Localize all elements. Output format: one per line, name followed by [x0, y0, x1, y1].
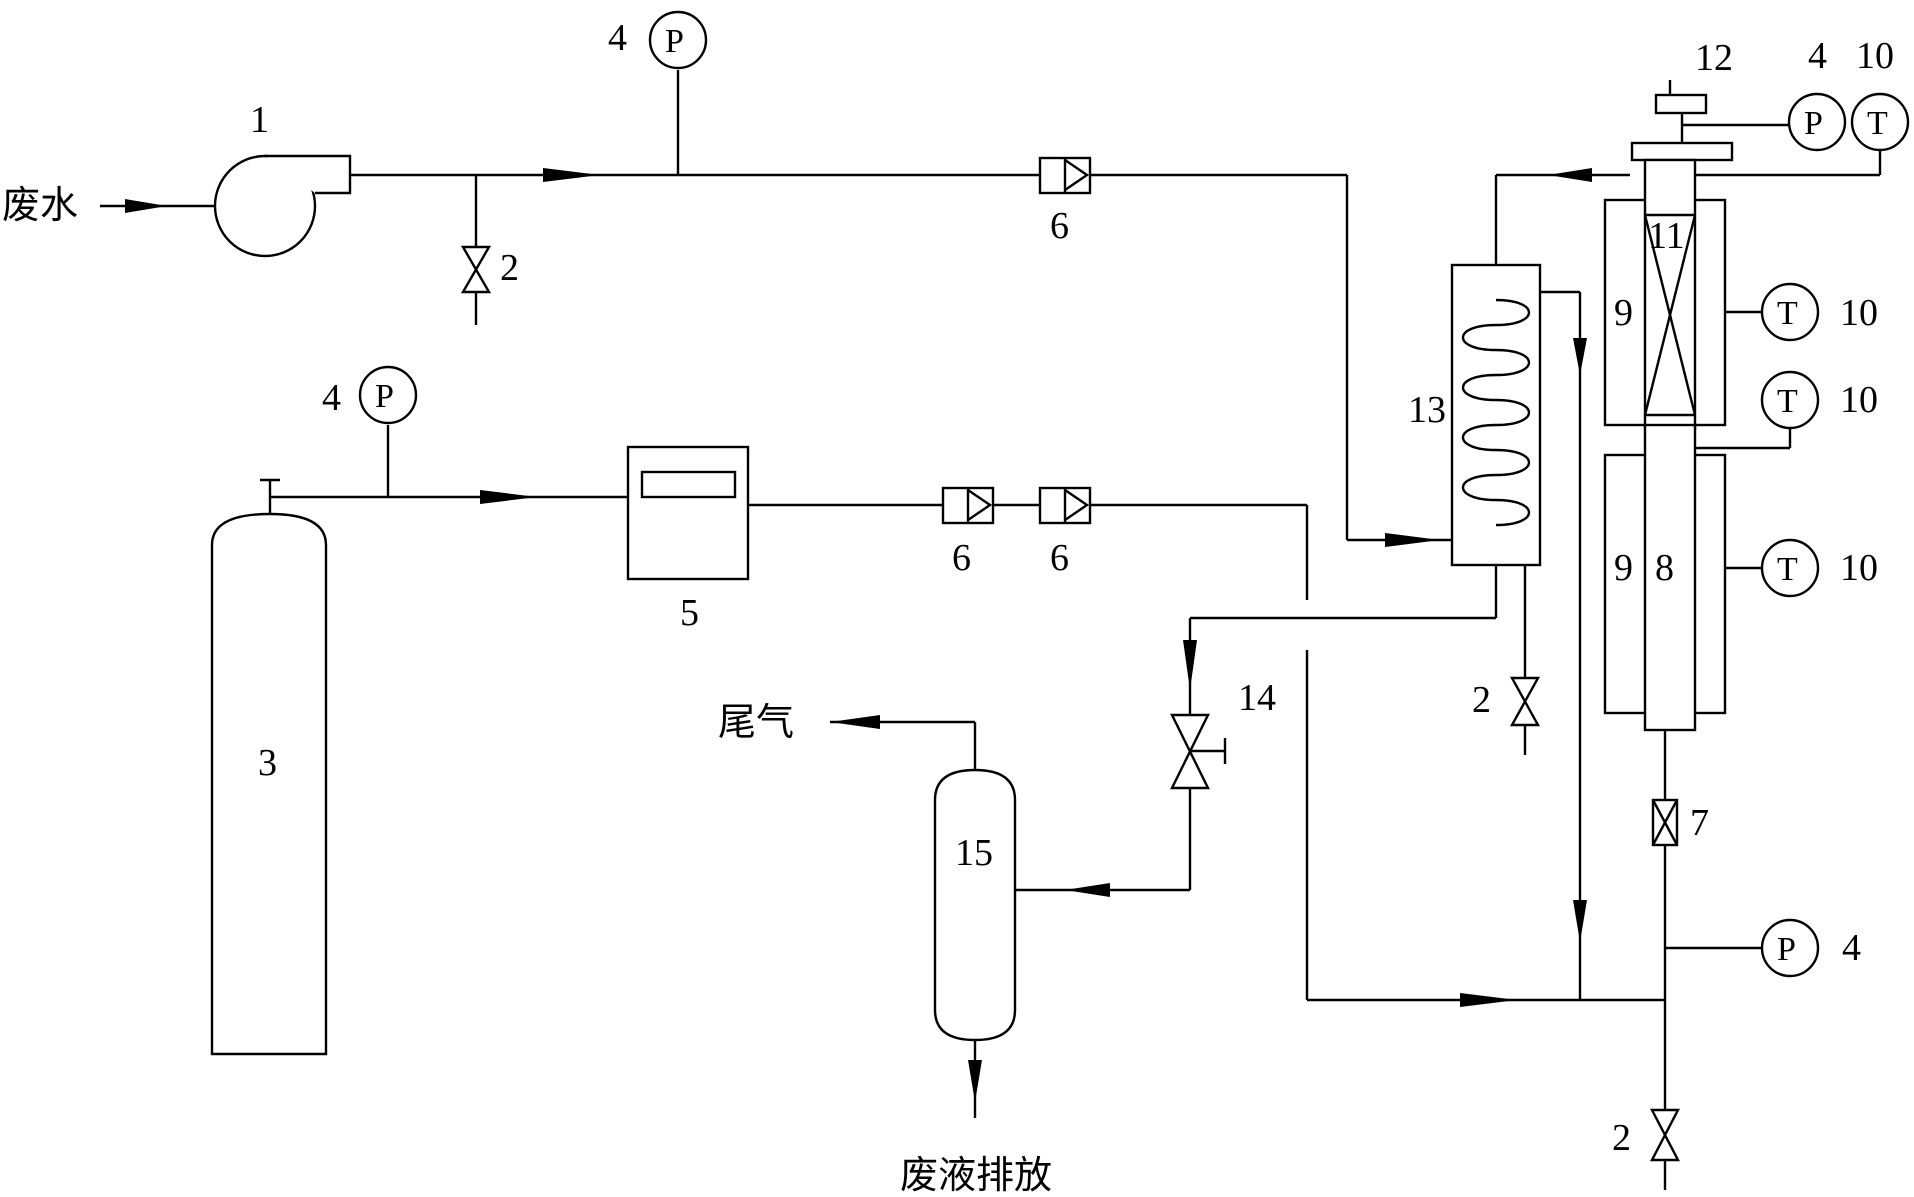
condenser-drain-valve: [1509, 676, 1541, 727]
cylinder-number: 3: [258, 742, 277, 784]
catalyst-bed-cross-2: [1643, 214, 1697, 416]
to-separator-arrow: [1065, 883, 1110, 897]
check-valve-gas-2-number: 6: [1050, 537, 1069, 579]
check-valve-top: [1038, 156, 1092, 195]
thermocouple-top-number: 10: [1856, 35, 1894, 77]
pump-drain-valve: [460, 245, 492, 294]
check-valve-gas-1-number: 6: [952, 537, 971, 579]
to-bpr-arrow: [1183, 640, 1197, 690]
check-valve-gas-2-flap: [1064, 489, 1090, 521]
heater-lower-number: 9: [1614, 547, 1633, 589]
pressure-gauge-1-symbol: P: [665, 23, 684, 60]
pump: [213, 154, 352, 258]
valve-7-cross-2: [1651, 799, 1679, 846]
check-valve-gas-1: [941, 486, 995, 525]
top-fitting-number: 12: [1695, 37, 1733, 79]
reactor-number: 8: [1655, 547, 1674, 589]
mass-flow-controller-body: [626, 445, 750, 581]
pressure-gauge-bottom: [1760, 918, 1820, 978]
heater-upper-number: 9: [1614, 292, 1633, 334]
condenser-inlet-arrow: [1385, 533, 1440, 547]
pressure-gauge-top-symbol: P: [1804, 105, 1823, 142]
pressure-gauge-bottom-number: 4: [1842, 927, 1861, 969]
separator-number: 15: [955, 832, 993, 874]
thermocouple-top-symbol: T: [1867, 105, 1888, 142]
waste-liquid-label: 废液排放: [900, 1153, 1052, 1197]
pressure-gauge-top: [1787, 92, 1847, 152]
wastewater-inlet-label: 废水: [2, 183, 78, 227]
condenser-shell: [1450, 263, 1542, 567]
mass-flow-controller-display: [640, 470, 737, 499]
feed-flow-arrow: [543, 168, 600, 182]
drain-valve-symbol: [460, 245, 492, 294]
bottom-drain-valve: [1650, 1108, 1680, 1162]
pressure-gauge-bottom-symbol: P: [1777, 931, 1796, 968]
thermocouple-mid-symbol: T: [1777, 383, 1798, 420]
inlet-flow-arrow: [125, 199, 167, 213]
thermocouple-lower-symbol: T: [1777, 551, 1798, 588]
tail-gas-label: 尾气: [718, 700, 794, 744]
thermocouple-lower-number: 10: [1840, 547, 1878, 589]
separator-vessel: [933, 768, 1017, 1042]
pump-number: 1: [250, 99, 269, 141]
back-pressure-valve-number: 14: [1238, 677, 1276, 719]
check-valve-gas-1-flap: [967, 489, 993, 521]
thermocouple-lower: [1760, 538, 1820, 598]
mass-flow-controller: [626, 445, 750, 581]
thermocouple-upper: [1760, 282, 1820, 342]
pressure-gauge-1-number: 4: [608, 17, 627, 59]
check-valve-gas-2: [1038, 486, 1092, 525]
bottom-drain-number: 2: [1612, 1117, 1631, 1159]
tail-gas-arrow: [830, 715, 880, 729]
thermocouple-mid: [1760, 370, 1820, 430]
reactor-lower-tube: [1643, 423, 1697, 732]
coolant-down-arrow-2: [1573, 900, 1587, 942]
condenser-number: 13: [1408, 389, 1446, 431]
valve-7-number: 7: [1690, 802, 1709, 844]
thermocouple-upper-number: 10: [1840, 292, 1878, 334]
coolant-down-arrow-1: [1573, 338, 1587, 375]
mass-flow-controller-number: 5: [680, 592, 699, 634]
gas-cylinder: [210, 512, 328, 1056]
pressure-gauge-2: [358, 365, 418, 425]
pressure-gauge-1: [648, 10, 708, 70]
reactor-top-flange: [1630, 141, 1734, 162]
check-valve-top-number: 6: [1050, 205, 1069, 247]
top-fitting-cap: [1654, 93, 1708, 115]
gas-flow-arrow: [480, 490, 537, 504]
waste-liquid-arrow: [968, 1060, 982, 1102]
condenser-drain-number: 2: [1472, 679, 1491, 721]
pressure-gauge-2-number: 4: [322, 377, 341, 419]
pressure-gauge-top-number: 4: [1808, 35, 1827, 77]
reactor-out-arrow: [1548, 168, 1592, 182]
check-valve-top-flap: [1064, 159, 1090, 191]
condenser-coil: [1462, 298, 1530, 527]
drain-valve-number-1: 2: [500, 247, 519, 289]
pressure-gauge-2-symbol: P: [375, 378, 394, 415]
thermocouple-upper-symbol: T: [1777, 295, 1798, 332]
catalyst-bed-number: 11: [1648, 215, 1685, 257]
thermocouple-mid-number: 10: [1840, 379, 1878, 421]
gas-bottom-arrow: [1460, 993, 1517, 1007]
